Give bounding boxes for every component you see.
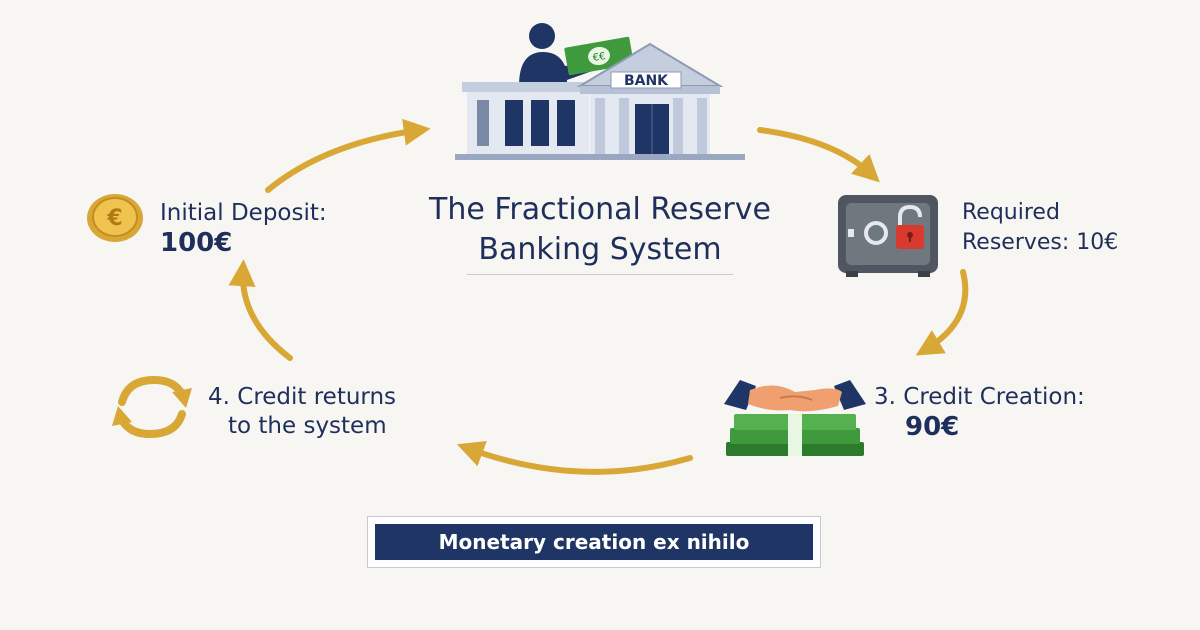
credit-label: 3. Credit Creation: [874, 384, 1085, 410]
euro-coin-icon: € [87, 194, 143, 242]
svg-text:€€: €€ [592, 51, 606, 64]
arrow-bank-to-reserves [757, 127, 880, 183]
arrow-returns-to-deposit [228, 259, 293, 361]
diagram-title: The Fractional Reserve Banking System [380, 190, 820, 270]
reserves-label-line-2: Reserves: 10€ [962, 230, 1119, 255]
deposit-value: 100€ [160, 228, 233, 258]
footer-label: Monetary creation ex nihilo [375, 524, 813, 560]
title-line-1: The Fractional Reserve [429, 192, 771, 227]
safe-icon [838, 195, 938, 277]
arrow-deposit-to-bank [265, 118, 431, 193]
arrow-reserves-to-credit [915, 269, 969, 356]
credit-value: 90€ [905, 412, 960, 442]
bank-building-icon: €€ BANK [455, 23, 745, 160]
bank-sign: BANK [624, 73, 669, 89]
title-line-2: Banking System [478, 232, 722, 267]
handshake-money-icon [724, 380, 866, 456]
deposit-label: Initial Deposit: [160, 200, 327, 226]
returns-label-line-1: 4. Credit returns [208, 384, 397, 410]
cycle-arrows-icon [112, 375, 192, 439]
reserves-label-line-1: Required [962, 200, 1060, 225]
footer-banner: Monetary creation ex nihilo [367, 516, 821, 568]
svg-text:€: € [106, 206, 122, 231]
returns-label-line-2: to the system [228, 413, 387, 439]
title-divider [467, 274, 733, 275]
arrow-credit-to-returns [456, 440, 693, 475]
